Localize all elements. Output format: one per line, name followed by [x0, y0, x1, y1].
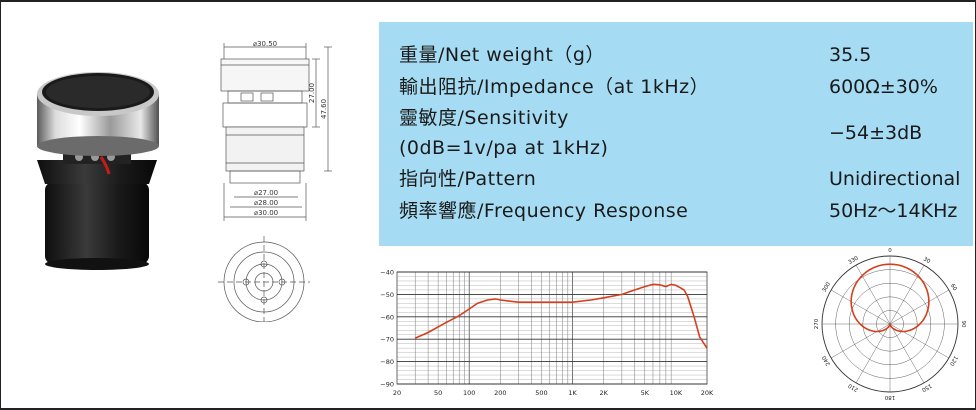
dim-b1-label: ⌀27.00: [254, 189, 278, 197]
polar-pattern-chart: 0 30 60 90 120 150 180 210 240 270 300 330: [814, 248, 966, 400]
microphone-capsule-photo: [37, 72, 159, 270]
x-tick-label: 10K: [670, 389, 683, 397]
polar-spoke: [889, 323, 925, 383]
y-tick-label: −60: [380, 313, 394, 321]
dim-b3-label: ⌀30.00: [254, 209, 278, 217]
polar-grid: [821, 255, 959, 393]
spec-value: −54±3dB: [829, 122, 923, 144]
x-tick-label: 500: [535, 389, 547, 397]
polar-angle-label: 240: [821, 354, 832, 367]
x-tick-label: 5K: [641, 389, 650, 397]
polar-spoke: [831, 289, 891, 325]
spec-value: 50Hz～14KHz: [829, 200, 958, 222]
spec-row-pattern: 指向性/Pattern Unidirectional: [379, 164, 973, 194]
spec-label: 重量/Net weight（g）: [399, 44, 605, 66]
spec-value: 35.5: [829, 44, 872, 66]
polar-spoke: [889, 289, 949, 325]
chart-tick-labels: 20 50 100 200 500 1K 2K 5K 10K 20K −40 −50 −60 −70 −80…: [380, 269, 714, 398]
x-tick-label: 100: [463, 389, 475, 397]
dim-b2-label: ⌀28.00: [254, 199, 278, 207]
x-tick-label: 2K: [599, 389, 608, 397]
y-tick-label: −90: [380, 381, 394, 389]
spec-label: 頻率響應/Frequency Response: [399, 200, 689, 222]
polar-angle-label: 120: [948, 354, 959, 367]
polar-angle-label: 300: [822, 281, 833, 294]
polar-spoke: [889, 323, 949, 359]
x-tick-label: 50: [434, 389, 442, 397]
spec-panel: 重量/Net weight（g） 35.5 輸出阻抗/Impedance（at …: [379, 22, 973, 246]
dim-height1-label: 27.00: [308, 83, 316, 103]
spec-label-sub: (0dB=1v/pa at 1kHz): [399, 137, 609, 159]
x-tick-label: 20: [393, 389, 401, 397]
polar-angle-label: 0: [888, 248, 892, 254]
frequency-response-curve: [414, 283, 708, 349]
spec-label: 靈敏度/Sensitivity: [399, 107, 569, 129]
chart-grid: [396, 271, 708, 385]
polar-angle-labels: 0 30 60 90 120 150 180 210 240 270 300 330: [814, 248, 966, 400]
x-tick-label: 1K: [568, 389, 577, 397]
y-tick-label: −50: [380, 291, 394, 299]
spec-label: 輸出阻抗/Impedance（at 1kHz）: [399, 76, 710, 98]
y-tick-label: −40: [380, 269, 394, 277]
spec-value: 600Ω±30%: [829, 76, 938, 98]
polar-angle-label: 210: [847, 382, 860, 393]
polar-spoke: [889, 265, 925, 325]
spec-row-frequency: 頻率響應/Frequency Response 50Hz～14KHz: [379, 196, 973, 226]
polar-spoke: [855, 265, 891, 325]
spec-row-impedance: 輸出阻抗/Impedance（at 1kHz） 600Ω±30%: [379, 72, 973, 102]
y-tick-label: −80: [380, 358, 394, 366]
spec-row-sensitivity: 靈敏度/Sensitivity (0dB=1v/pa at 1kHz) −54±…: [379, 103, 973, 167]
polar-spoke: [855, 323, 891, 383]
dimension-drawing: ⌀30.50 27.00 47.60 ⌀27.00 ⌀28.00 ⌀30.00: [218, 40, 332, 322]
polar-angle-label: 90: [960, 321, 966, 328]
frequency-response-chart: 20 50 100 200 500 1K 2K 5K 10K 20K −40 −50 −60 −70 −80…: [380, 269, 714, 398]
polar-angle-label: 330: [847, 255, 860, 266]
polar-angle-label: 270: [814, 318, 820, 329]
x-tick-label: 200: [494, 389, 506, 397]
x-tick-label: 20K: [701, 389, 714, 397]
y-tick-label: −70: [380, 336, 394, 344]
dim-height2-label: 47.60: [320, 99, 328, 119]
spec-row-weight: 重量/Net weight（g） 35.5: [379, 40, 973, 70]
chart-frame: [396, 271, 708, 385]
polar-angle-label: 150: [920, 382, 933, 393]
spec-value: Unidirectional: [829, 168, 961, 190]
polar-angle-label: 60: [949, 283, 958, 292]
polar-spoke: [831, 323, 891, 359]
dim-top-label: ⌀30.50: [253, 40, 277, 48]
spec-label: 指向性/Pattern: [399, 168, 537, 190]
polar-angle-label: 30: [922, 256, 931, 265]
polar-pattern-curve: [850, 263, 930, 333]
polar-angle-label: 180: [884, 394, 895, 400]
